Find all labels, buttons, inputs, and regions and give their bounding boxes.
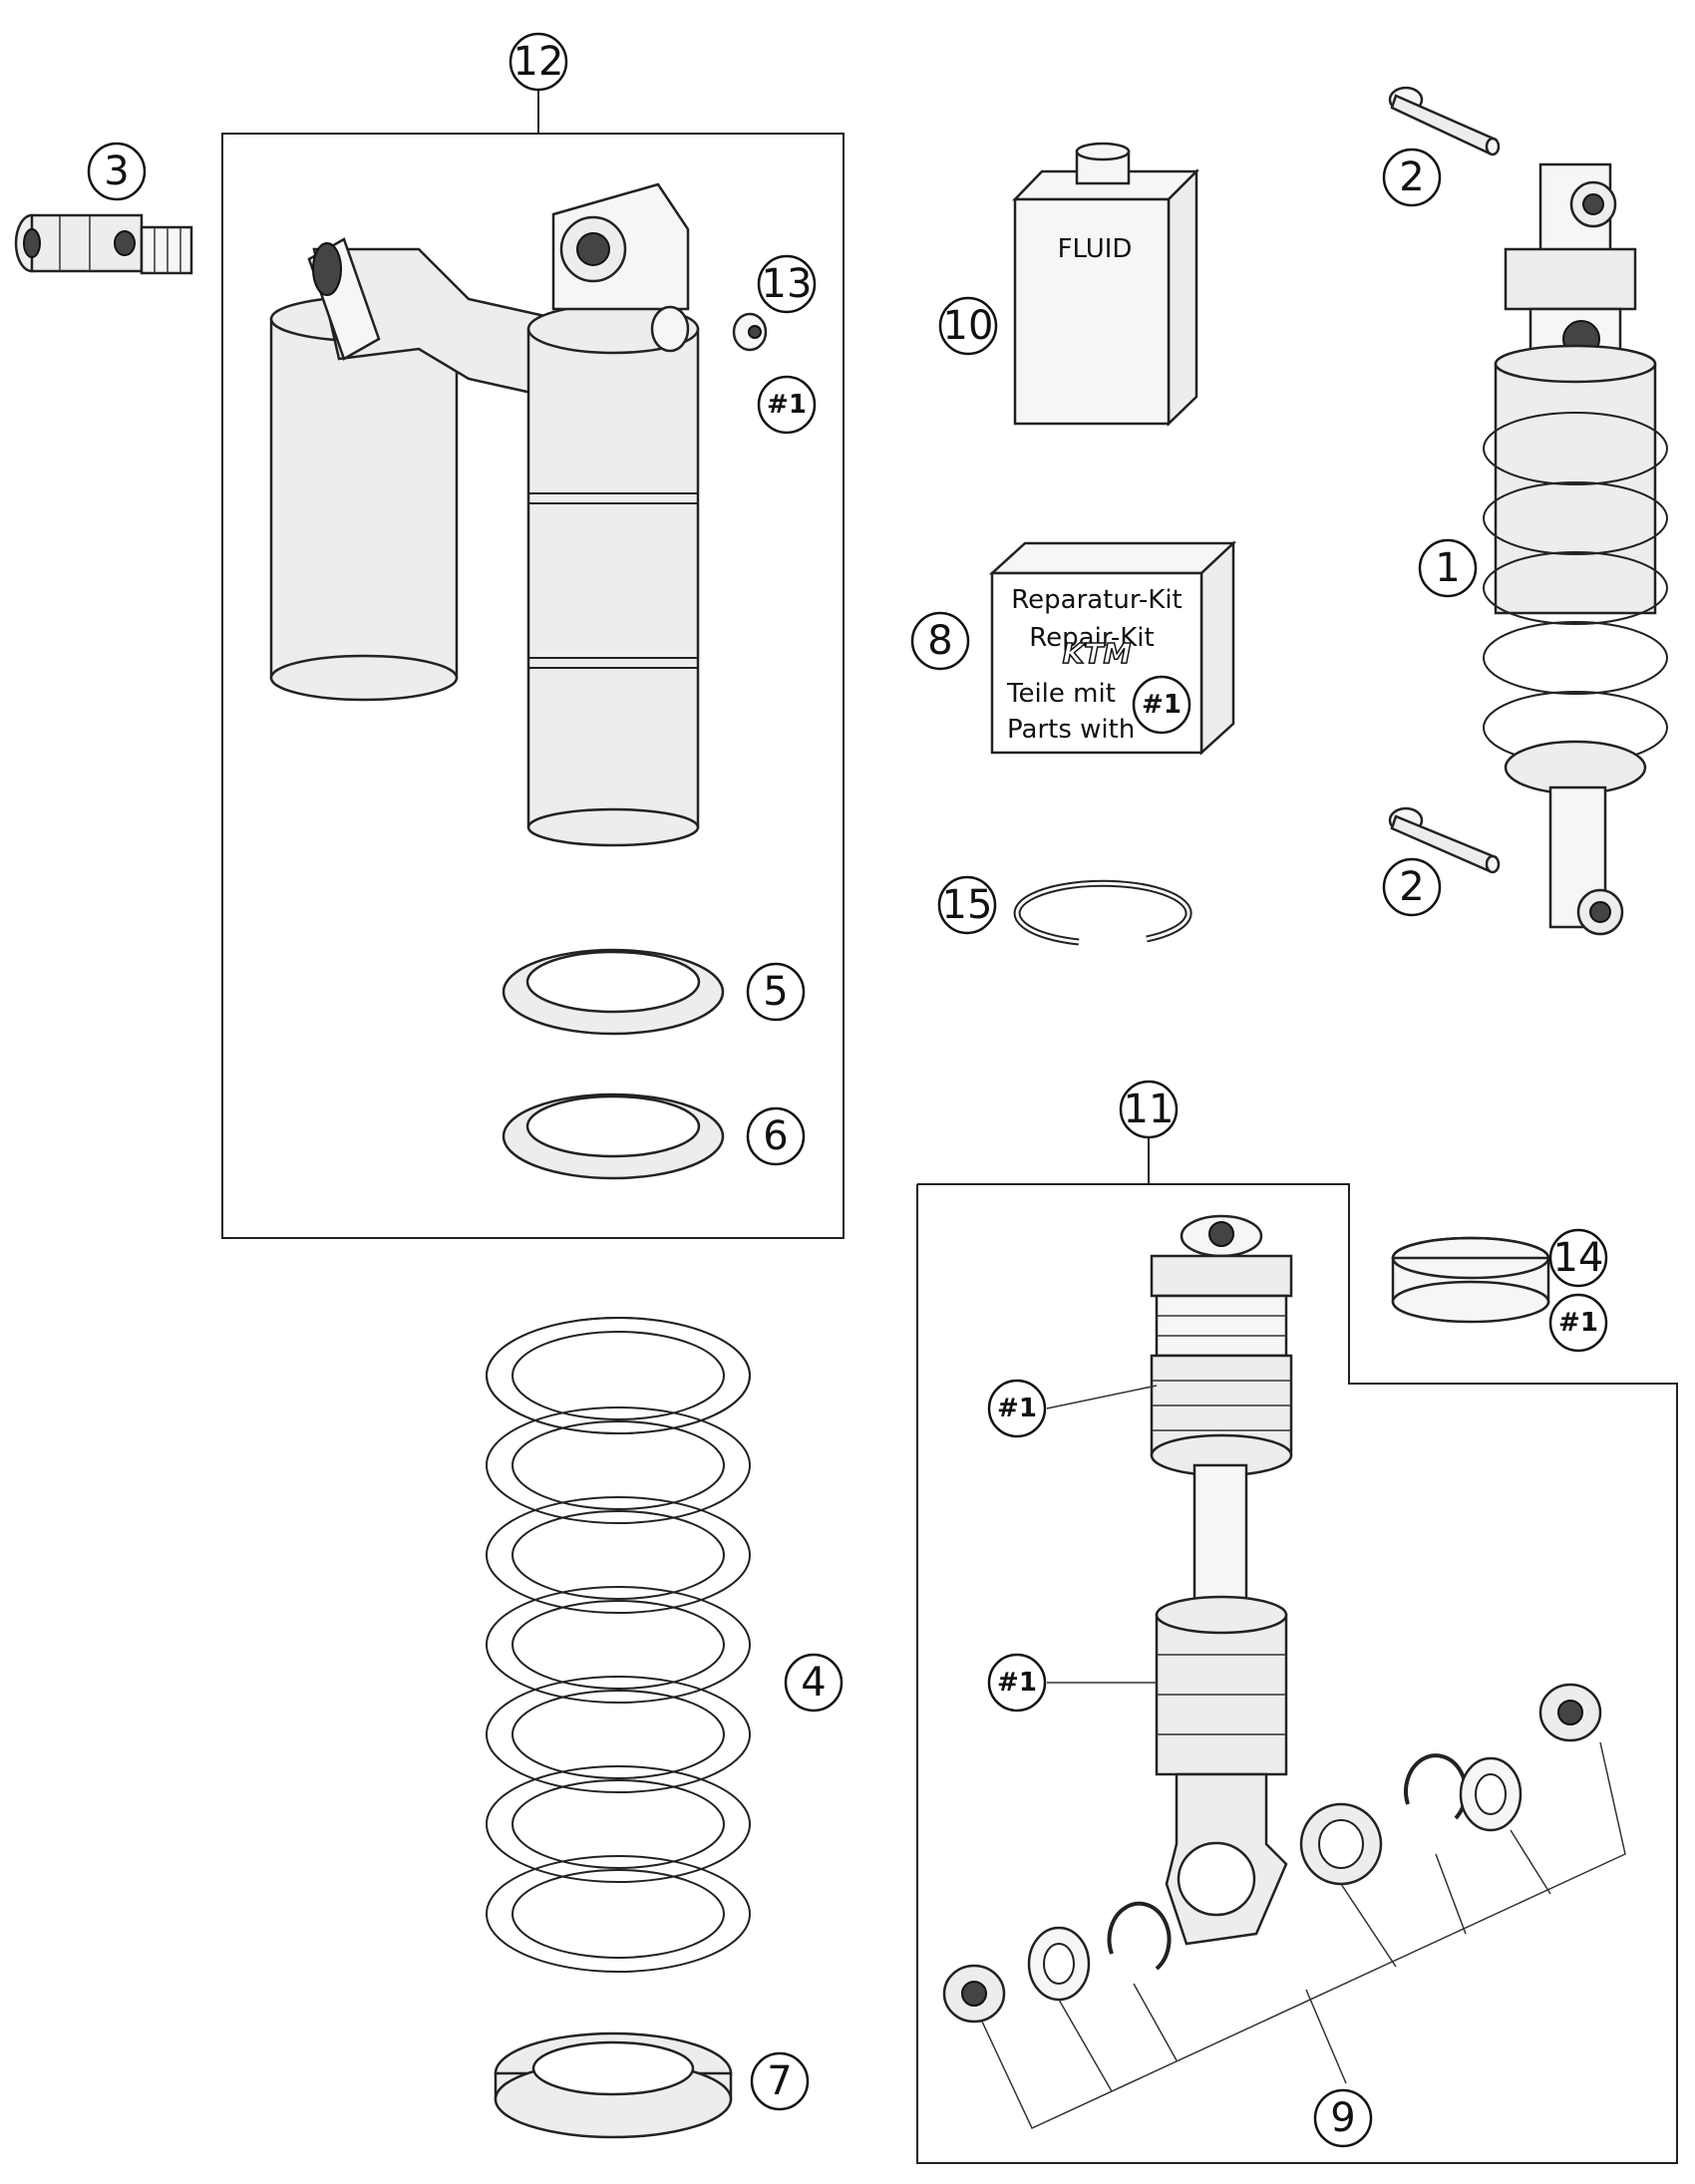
part-6-nut — [502, 1092, 725, 1180]
group-frame-12 — [221, 133, 845, 1239]
svg-text:11: 11 — [1124, 1087, 1175, 1132]
svg-text:10: 10 — [943, 303, 994, 349]
callout-2-bottom: 2 — [1382, 857, 1442, 917]
part-11-piston-rod — [1150, 1214, 1293, 1946]
svg-text:14: 14 — [1553, 1235, 1604, 1281]
part-12-shock-body — [269, 182, 700, 847]
svg-text:13: 13 — [762, 261, 813, 307]
ref-11b: #1 — [987, 1653, 1047, 1713]
svg-text:#1: #1 — [767, 390, 807, 420]
svg-text:9: 9 — [1330, 2095, 1355, 2141]
leader-9 — [981, 1741, 1626, 2129]
callout-12: 12 — [508, 32, 568, 92]
callout-5: 5 — [746, 962, 806, 1022]
svg-text:5: 5 — [763, 969, 788, 1015]
callout-13: 13 — [757, 254, 817, 314]
callout-15: 15 — [937, 875, 997, 935]
leader-ref-11a — [1046, 1385, 1158, 1409]
part-2-bolt-top — [1388, 86, 1501, 156]
group-frame-11 — [916, 1183, 1678, 2164]
ref-11a: #1 — [987, 1379, 1047, 1438]
svg-text:#1: #1 — [997, 1394, 1037, 1423]
svg-text:#1: #1 — [1142, 690, 1182, 720]
repair-kit-line1: Reparatur-Kit — [1011, 585, 1183, 615]
callout-7: 7 — [750, 2051, 810, 2111]
callout-6: 6 — [746, 1106, 806, 1166]
callout-2-top: 2 — [1382, 148, 1442, 207]
callout-4: 4 — [784, 1653, 844, 1713]
part-9-bearing-set — [942, 1683, 1602, 2024]
ktm-logo: KTM — [1063, 637, 1132, 670]
part-10-fluid-container — [1012, 142, 1200, 427]
callout-1: 1 — [1418, 538, 1478, 598]
callout-9: 9 — [1313, 2088, 1373, 2148]
fluid-label: FLUID — [1058, 234, 1133, 264]
svg-text:15: 15 — [942, 882, 993, 928]
svg-text:8: 8 — [927, 618, 952, 664]
repair-kit-line2: Repair-Kit — [1029, 623, 1154, 653]
ref-8: #1 — [1132, 675, 1191, 735]
svg-text:6: 6 — [763, 1113, 788, 1159]
callout-14: 14 — [1548, 1228, 1608, 1288]
part-1-shock-absorber — [1483, 162, 1668, 936]
part-13-screw — [732, 312, 768, 352]
callout-10: 10 — [938, 296, 998, 356]
repair-kit-line3: Teile mit — [1006, 679, 1116, 709]
callout-11: 11 — [1119, 1080, 1179, 1139]
ref-13: #1 — [757, 375, 817, 435]
callout-8: 8 — [910, 611, 970, 671]
svg-text:12: 12 — [513, 39, 564, 85]
svg-text:#1: #1 — [997, 1668, 1037, 1698]
svg-text:1: 1 — [1435, 545, 1460, 591]
part-4-spring — [486, 1317, 751, 1973]
svg-text:3: 3 — [104, 149, 129, 194]
ref-14: #1 — [1548, 1293, 1608, 1353]
svg-text:#1: #1 — [1558, 1308, 1598, 1338]
part-3-adjuster — [14, 213, 193, 275]
svg-text:7: 7 — [767, 2058, 792, 2104]
part-15-circlip — [1013, 879, 1192, 946]
part-14-seal-ring — [1391, 1236, 1550, 1324]
part-5-nut — [502, 948, 725, 1036]
part-8-repair-kit — [988, 540, 1237, 756]
svg-text:2: 2 — [1399, 864, 1424, 910]
part-7-spring-retainer — [494, 2031, 733, 2139]
repair-kit-line4: Parts with — [1007, 715, 1135, 745]
part-2-bolt-bottom — [1388, 806, 1501, 874]
callout-3: 3 — [87, 142, 147, 201]
svg-text:4: 4 — [801, 1660, 826, 1706]
svg-text:2: 2 — [1399, 155, 1424, 200]
